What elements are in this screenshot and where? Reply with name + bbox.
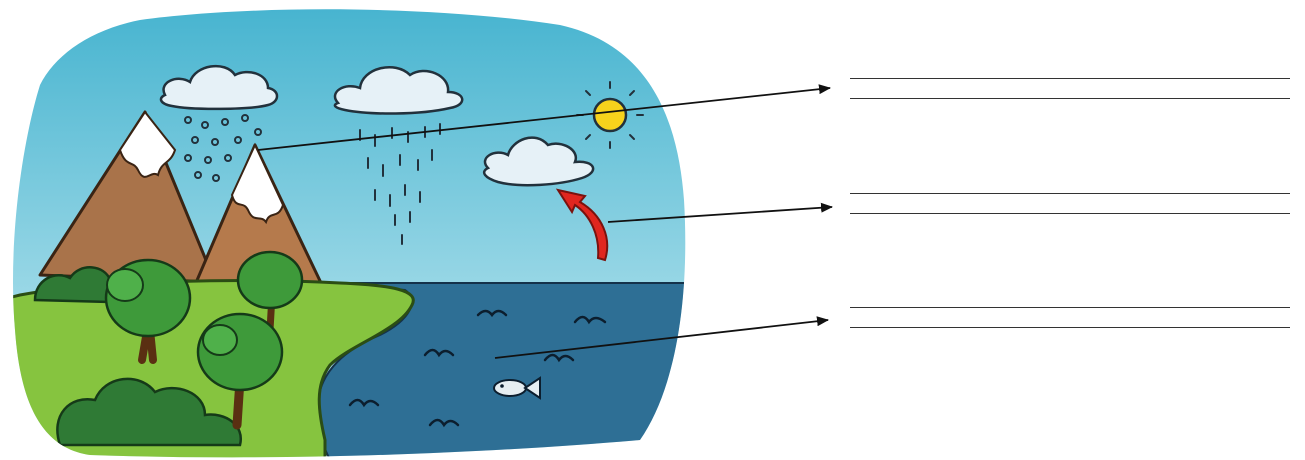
- answer-line[interactable]: [850, 78, 1290, 79]
- answer-line[interactable]: [850, 98, 1290, 99]
- answer-line[interactable]: [850, 307, 1290, 308]
- answer-line[interactable]: [850, 213, 1290, 214]
- answer-line[interactable]: [850, 193, 1290, 194]
- answer-line[interactable]: [850, 327, 1290, 328]
